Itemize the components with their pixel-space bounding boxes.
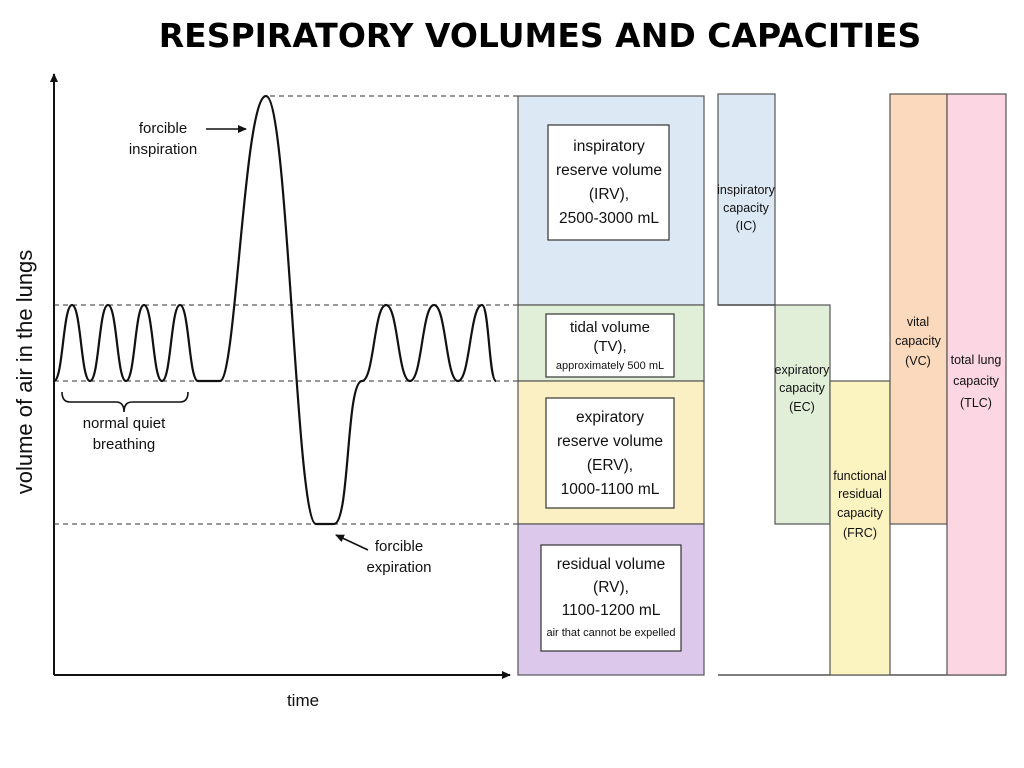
rv-line2: (RV), [593,579,629,596]
normal-breathing-line1: normal quiet [83,415,166,432]
ec-line3: (EC) [789,400,815,414]
erv-line1: expiratory [576,409,644,426]
ec-line1: expiratory [775,363,831,377]
erv-line2: reserve volume [557,433,663,450]
tv-line2: (TV), [593,338,626,355]
capacity-columns: inspiratory capacity (IC) expiratory cap… [717,93,1007,676]
normal-breathing-annotation: normal quiet breathing [61,391,189,453]
ic-line2: capacity [723,201,770,215]
forcible-inspiration-line2: inspiration [129,141,197,158]
irv-line2: reserve volume [556,162,662,179]
tv-label-box [545,313,675,378]
page-title: RESPIRATORY VOLUMES AND CAPACITIES [159,16,922,55]
forcible-inspiration-line1: forcible [139,120,187,137]
ec-block [774,304,831,525]
rv-line1: residual volume [557,556,666,573]
irv-label-box [547,124,670,241]
volume-column: inspiratory reserve volume (IRV), 2500-3… [517,95,705,676]
tv-line1: tidal volume [570,319,650,336]
frc-line4: (FRC) [843,526,877,540]
tlc-block [946,93,1007,676]
forcible-expiration-line2: expiration [366,559,431,576]
tlc-line1: total lung [951,353,1002,367]
rv-note: air that cannot be expelled [546,627,675,639]
frc-line1: functional [833,469,887,483]
vc-line2: capacity [895,334,942,348]
arrow-left-icon [335,534,369,551]
vc-block [889,93,948,525]
normal-breathing-line2: breathing [93,436,156,453]
tlc-line3: (TLC) [960,396,992,410]
forcible-inspiration-annotation: forcible inspiration [129,120,247,158]
irv-line3: (IRV), [589,186,629,203]
breathing-curve [52,94,498,526]
y-axis-label: volume of air in the lungs [12,250,37,495]
irv-line4: 2500-3000 mL [559,210,659,227]
ec-line2: capacity [779,381,826,395]
reference-lines [54,95,518,525]
vc-line1: vital [907,315,929,329]
tv-note: approximately 500 mL [556,360,664,372]
tlc-line2: capacity [953,374,1000,388]
frc-line2: residual [838,487,882,501]
ic-line1: inspiratory [717,183,775,197]
curly-brace-icon [61,391,189,413]
erv-line3: (ERV), [587,457,633,474]
forcible-expiration-annotation: forcible expiration [335,534,432,576]
erv-line4: 1000-1100 mL [561,481,660,498]
x-axis-label: time [287,691,319,710]
frc-block [829,380,891,676]
forcible-expiration-line1: forcible [375,538,423,555]
vc-line3: (VC) [905,354,931,368]
ic-line3: (IC) [736,219,757,233]
rv-line3: 1100-1200 mL [562,602,661,619]
irv-line1: inspiratory [573,138,645,155]
rv-label-box [540,544,682,652]
frc-line3: capacity [837,506,884,520]
erv-label-box [545,397,675,509]
ic-block [717,93,776,306]
